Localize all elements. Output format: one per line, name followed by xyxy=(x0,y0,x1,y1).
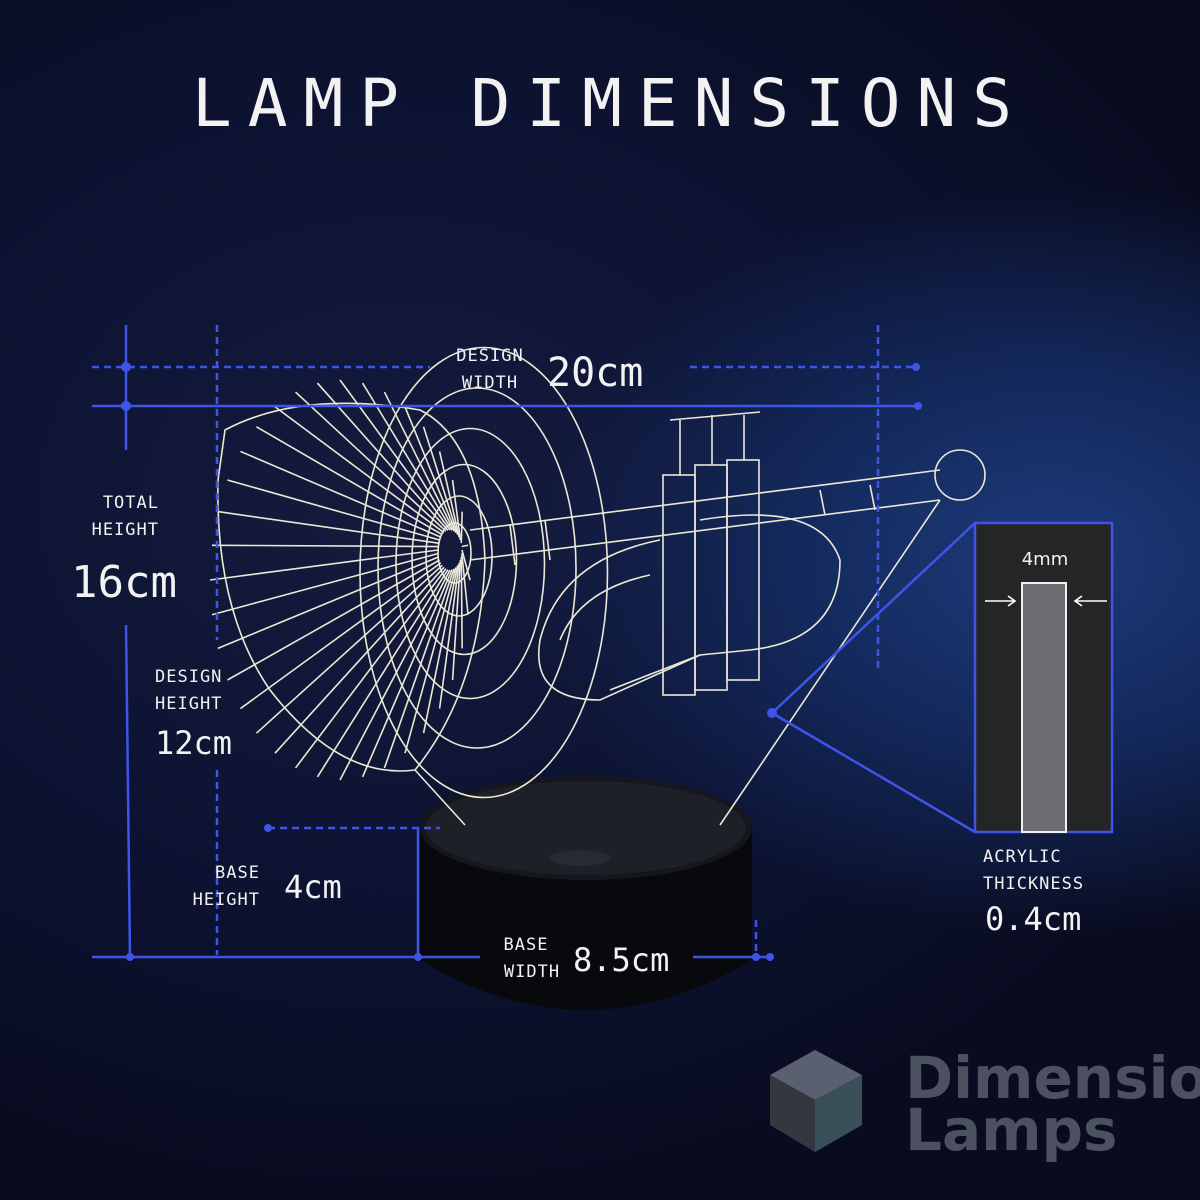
arrow-left-icon xyxy=(1073,595,1107,607)
bell-ray xyxy=(461,553,469,615)
bell-ray xyxy=(211,552,439,616)
design-height-value: 12cm xyxy=(155,724,232,762)
bell-ray xyxy=(361,382,453,531)
bell-ray xyxy=(383,391,455,532)
bell-ray xyxy=(422,565,459,734)
acrylic-label-1: ACRYLIC xyxy=(983,847,1062,867)
base-height-label-1: BASE xyxy=(215,863,260,883)
design-width-value: 20cm xyxy=(547,350,643,396)
arrow-right-icon xyxy=(985,595,1017,607)
bell-ray xyxy=(316,569,449,778)
bell-ray xyxy=(461,544,469,548)
bell-ring xyxy=(377,387,577,749)
logo-text-line2: Lamps xyxy=(905,1096,1118,1164)
acrylic-label-2: THICKNESS xyxy=(983,874,1084,894)
bell-ray xyxy=(460,556,463,649)
base-height-label-2: HEIGHT xyxy=(193,890,260,910)
bell-ring xyxy=(395,427,546,700)
bell-ray xyxy=(240,450,442,538)
bell-ray xyxy=(422,426,459,535)
base-width-value: 8.5cm xyxy=(573,941,669,979)
trumpet-wireframe xyxy=(209,346,986,826)
bell-ring xyxy=(411,463,518,656)
dimension-lines xyxy=(92,325,976,961)
page-title: LAMP DIMENSIONS xyxy=(192,65,1028,142)
bell-ray xyxy=(274,406,445,534)
acrylic-inset-label: 4mm xyxy=(1022,549,1069,570)
design-width-label-2: WIDTH xyxy=(462,373,518,393)
bell-ray xyxy=(217,556,440,650)
bell-ray xyxy=(217,510,439,544)
base-height-value: 4cm xyxy=(284,868,342,906)
bell-ray xyxy=(227,479,440,541)
bell-ray xyxy=(239,562,442,710)
base-width-label-2: WIDTH xyxy=(504,962,560,982)
acrylic-value: 0.4cm xyxy=(985,900,1081,938)
bell-ray xyxy=(451,479,462,541)
bell-ray xyxy=(438,562,460,709)
acrylic-inset: 4mm xyxy=(973,521,1114,834)
bell-ray xyxy=(227,559,441,681)
bell-ray xyxy=(209,549,439,581)
bell-ray xyxy=(404,567,457,754)
bell-ray xyxy=(461,549,471,581)
bell-ray xyxy=(339,569,451,781)
bell-ray xyxy=(294,568,447,769)
bell-ray xyxy=(294,391,447,532)
bell-ray xyxy=(451,559,462,681)
total-height-label-1: TOTAL xyxy=(103,493,159,513)
base-width-label-1: BASE xyxy=(504,935,549,955)
bell-ray xyxy=(274,566,445,754)
bell-ray xyxy=(460,511,463,544)
total-height-value: 16cm xyxy=(71,557,177,608)
lamp-base xyxy=(420,776,752,1010)
design-width-label-1: DESIGN xyxy=(456,346,523,366)
bell-ring xyxy=(359,346,609,799)
bell-ray xyxy=(361,569,453,778)
bell-ray xyxy=(316,382,449,531)
design-height-label-1: DESIGN xyxy=(155,667,222,687)
bell-ray xyxy=(255,564,443,734)
brand-logo: Dimension Lamps xyxy=(770,1044,1200,1164)
total-height-label-2: HEIGHT xyxy=(92,520,159,540)
bell-ray xyxy=(383,568,455,769)
bell-ray xyxy=(404,406,457,533)
bell-ray xyxy=(256,426,443,536)
bell-ray xyxy=(438,451,460,538)
logo-text-line1: Dimension xyxy=(905,1044,1200,1112)
bell-ray xyxy=(211,544,439,548)
cube-icon xyxy=(770,1050,862,1152)
design-height-label-2: HEIGHT xyxy=(155,694,222,714)
